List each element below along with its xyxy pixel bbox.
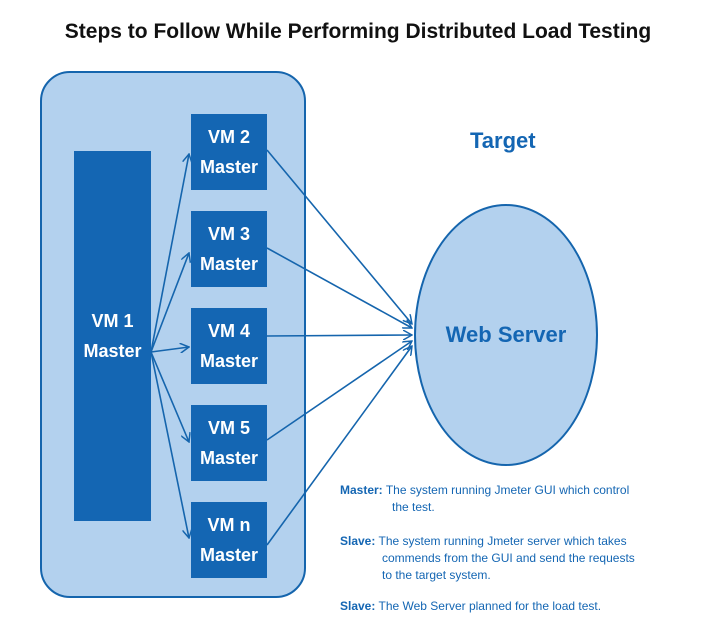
legend-text-cont: to the target system. [382, 568, 491, 582]
vm2-box: VM 2 Master [191, 114, 267, 190]
arrow-vmn-to-server [266, 346, 412, 546]
arrow-vm1-to-vmn [150, 351, 189, 538]
arrow-vm2-to-server [266, 149, 412, 324]
vm3-role: Master [199, 254, 259, 274]
vm5-label: VM 5 [207, 418, 250, 438]
legend-term: Slave: [340, 534, 376, 548]
diagram-title: Steps to Follow While Performing Distrib… [64, 20, 652, 43]
vm5-role: Master [199, 448, 259, 468]
vmn-label: VM n [207, 515, 251, 535]
legend-text-cont: the test. [392, 500, 435, 514]
arrow-vm3-to-server [266, 247, 412, 328]
web-server-node: Web Server [414, 204, 598, 466]
vmn-role: Master [199, 545, 259, 565]
arrow-vm4-to-server [266, 335, 412, 336]
legend-text: The Web Server planned for the load test… [378, 599, 602, 613]
vmn-box: VM n Master [191, 502, 267, 578]
arrow-vm1-to-vm2 [150, 154, 189, 353]
arrow-vm1-to-vm5 [150, 351, 189, 442]
vm2-role: Master [199, 157, 259, 177]
web-server-label: Web Server [445, 322, 567, 347]
arrow-vm5-to-server [266, 341, 412, 441]
target-label: Target [470, 128, 536, 153]
vm3-label: VM 3 [207, 224, 250, 244]
vm4-box: VM 4 Master [191, 308, 267, 384]
vm1-role: Master [83, 341, 142, 361]
legend-text: The system running Jmeter server which t… [378, 534, 627, 548]
legend-note-slave-webserver: Slave: The Web Server planned for the lo… [340, 598, 601, 615]
vm4-label: VM 4 [207, 321, 250, 341]
legend-term: Slave: [340, 599, 376, 613]
vm1-label: VM 1 [91, 311, 134, 331]
vm5-box: VM 5 Master [191, 405, 267, 481]
vm2-label: VM 2 [207, 127, 250, 147]
legend-note-master: Master: The system running Jmeter GUI wh… [340, 482, 629, 516]
legend-text-cont: commends from the GUI and send the reque… [382, 551, 635, 565]
vm1-master-box: VM 1 Master [74, 151, 151, 521]
vm4-role: Master [199, 351, 259, 371]
arrow-vm1-to-vm4 [150, 347, 189, 352]
legend-term: Master: [340, 483, 383, 497]
legend-note-slave-jmeter: Slave: The system running Jmeter server … [340, 533, 635, 584]
vm3-box: VM 3 Master [191, 211, 267, 287]
legend-text: The system running Jmeter GUI which cont… [385, 483, 630, 497]
arrow-vm1-to-vm3 [150, 253, 189, 353]
